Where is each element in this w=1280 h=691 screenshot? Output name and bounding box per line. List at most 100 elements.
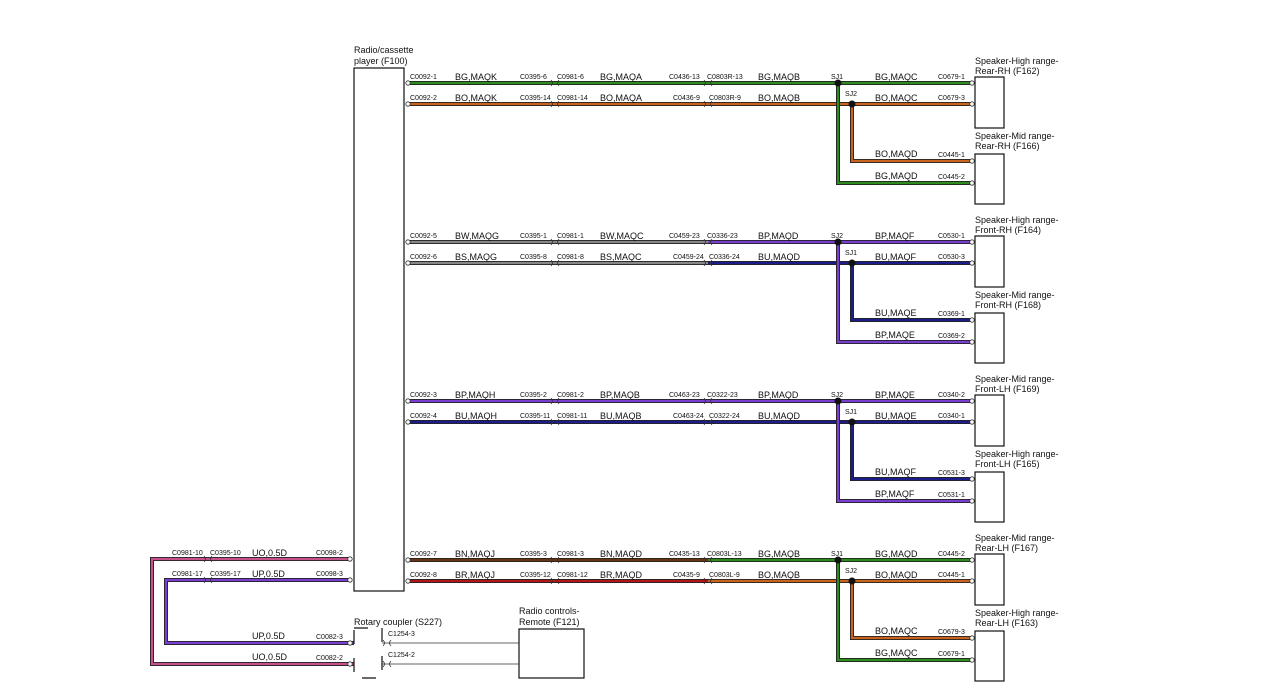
wire-code-label: BS,MAQG	[455, 252, 497, 262]
connector-mark	[550, 418, 553, 426]
splice-joint	[834, 397, 842, 405]
pin-label: C0082-2	[316, 655, 343, 662]
wire-code-label: BO,MAQB	[758, 93, 800, 103]
connector-label: C0679-3	[938, 95, 965, 102]
connector-label: C0435-9	[673, 572, 700, 579]
connector-label: C0981-14	[557, 95, 588, 102]
wire-code-label: UP,0.5D	[252, 631, 285, 641]
wire-remote-uo-outer	[150, 557, 354, 666]
speaker-label-line1: Speaker-Mid range-	[975, 290, 1055, 300]
connector-mark	[557, 79, 560, 87]
connector-label: C0463-24	[673, 413, 704, 420]
connector-label: C0395-11	[520, 413, 550, 420]
connector-label: C0530-1	[938, 233, 965, 240]
connector-label: C0336-24	[709, 254, 740, 261]
connector-label: C0531-3	[938, 470, 965, 477]
connector-label: C0395-2	[520, 392, 547, 399]
wire-code-label: BS,MAQC	[600, 252, 642, 262]
connector-mark	[710, 238, 713, 246]
connector-mark	[703, 418, 706, 426]
connector-label: C0981-2	[557, 392, 584, 399]
splice-joint	[834, 238, 842, 246]
connector-mark	[710, 577, 713, 585]
pin-terminal	[969, 398, 975, 404]
connector-mark	[710, 259, 713, 267]
wire-code-label: BN,MAQD	[600, 549, 643, 559]
wire-groups.3-branch2	[836, 560, 972, 662]
connector-label: C0459-24	[673, 254, 704, 261]
pin-terminal	[969, 557, 975, 563]
wire-code-label: BG,MAQB	[758, 72, 800, 82]
wire-code-label: BG,MAQK	[455, 72, 497, 82]
wire-code-label: BU,MAQB	[600, 411, 642, 421]
wire-code-label: BO,MAQA	[600, 93, 642, 103]
speaker-box	[974, 553, 1005, 606]
connector-mark	[389, 639, 392, 647]
connector-label: C0395-12	[520, 572, 551, 579]
connector-mark	[550, 556, 553, 564]
speaker-box	[974, 153, 1005, 205]
connector-label: C0981-17	[172, 571, 203, 578]
wire-groups.2-branch1	[850, 422, 972, 481]
connector-label: C0340-2	[938, 392, 965, 399]
connector-label: C0435-13	[669, 551, 700, 558]
connector-label: C0981-10	[172, 550, 203, 557]
connector-label: C1254-2	[388, 652, 415, 659]
pin-terminal	[969, 101, 975, 107]
connector-label: C1254-3	[388, 631, 415, 638]
pin-terminal	[405, 260, 411, 266]
pin-terminal	[405, 239, 411, 245]
connector-label: C0395-8	[520, 254, 547, 261]
pin-terminal	[405, 80, 411, 86]
pin-terminal	[969, 419, 975, 425]
pin-terminal	[969, 158, 975, 164]
connector-mark	[210, 576, 213, 584]
wire-code-label: UO,0.5D	[252, 548, 288, 558]
speaker-label-line1: Speaker-Mid range-	[975, 374, 1055, 384]
wire-code-label: BP,MAQB	[600, 390, 640, 400]
wire-groups.0-branch2	[836, 83, 972, 185]
speaker-label-line2: Front-LH (F169)	[975, 384, 1040, 394]
speaker-label-line1: Speaker-Mid range-	[975, 533, 1055, 543]
pin-label: C0082-3	[316, 634, 343, 641]
pin-terminal	[405, 557, 411, 563]
wire-code-label: BP,MAQF	[875, 231, 915, 241]
splice-joint	[834, 556, 842, 564]
connector-mark	[703, 79, 706, 87]
connector-mark	[203, 576, 206, 584]
speaker-label-line2: Rear-RH (F162)	[975, 66, 1040, 76]
pin-terminal	[969, 80, 975, 86]
pin-terminal	[969, 578, 975, 584]
connector-label: C0445-1	[938, 152, 965, 159]
pin-label: C0092-6	[410, 254, 437, 261]
connector-label: C0981-3	[557, 551, 584, 558]
connector-label: C0803L-13	[707, 551, 742, 558]
splice-joint	[848, 577, 856, 585]
speaker-label-line1: Speaker-High range-	[975, 608, 1059, 618]
wire-code-label: BG,MAQB	[758, 549, 800, 559]
connector-mark	[703, 238, 706, 246]
wire-groups.2-branch2	[836, 401, 972, 503]
wire-code-label: BG,MAQD	[875, 549, 918, 559]
connector-label: C0803R-9	[709, 95, 741, 102]
connector-label: C0336-23	[707, 233, 738, 240]
pin-terminal	[347, 577, 353, 583]
wire-code-label: BO,MAQD	[875, 149, 918, 159]
connector-mark	[550, 100, 553, 108]
connector-mark	[550, 259, 553, 267]
pin-terminal	[405, 578, 411, 584]
wire-code-label: BP,MAQH	[455, 390, 495, 400]
pin-label: C0092-7	[410, 551, 437, 558]
wire-code-label: UP,0.5D	[252, 569, 285, 579]
splice-joint	[834, 79, 842, 87]
connector-mark	[703, 397, 706, 405]
splice-label: SJ1	[845, 409, 857, 416]
speaker-label-line1: Speaker-High range-	[975, 56, 1059, 66]
radio-label-line1: Radio/cassette	[354, 45, 414, 55]
connector-label: C0369-2	[938, 333, 965, 340]
pin-terminal	[347, 640, 353, 646]
wire-code-label: BN,MAQJ	[455, 549, 495, 559]
wire-remote-up-inner	[164, 578, 354, 645]
wire-code-label: BW,MAQC	[600, 231, 644, 241]
